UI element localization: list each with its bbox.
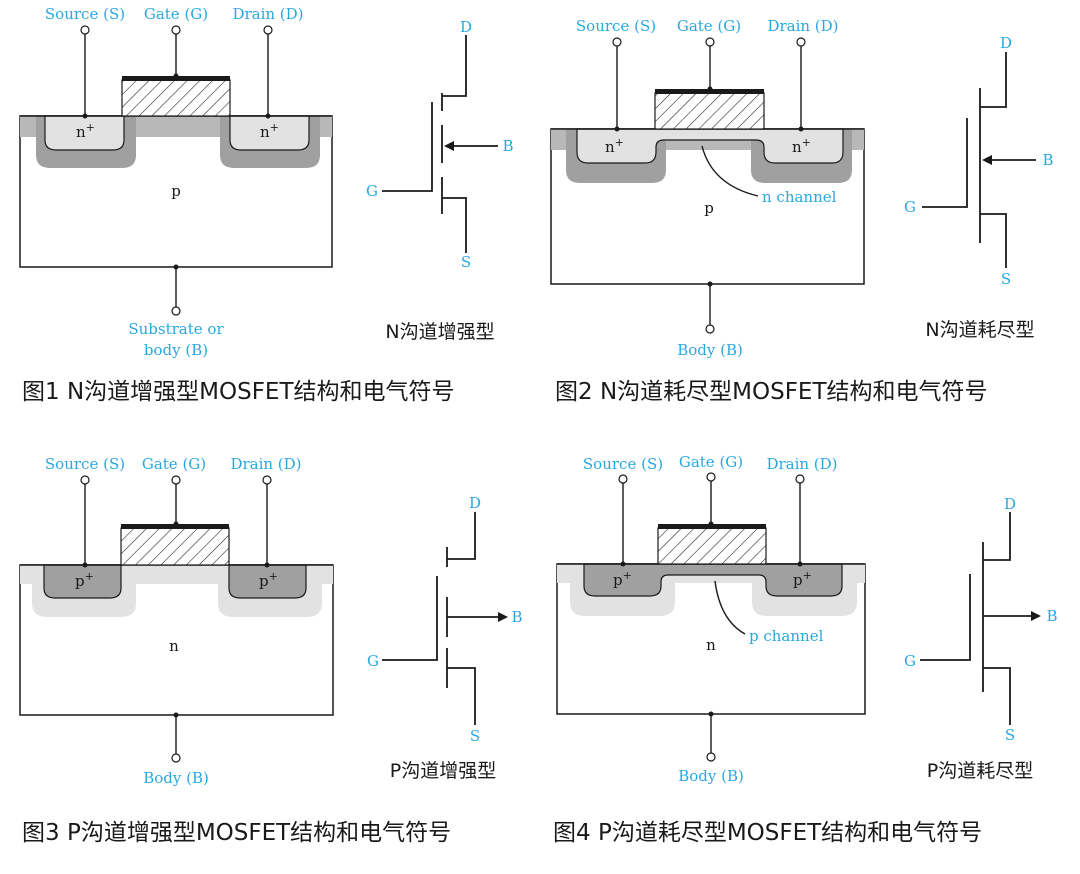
channel-label: n channel [762,188,837,206]
body-label-line-2: body (B) [144,341,208,359]
source-terminal [612,37,622,47]
symbol-d-label: D [469,494,481,512]
symbol-d-label: D [1004,495,1016,513]
source-label: Source (S) [45,455,125,473]
gate-oxide-hatched [654,92,765,130]
gate-label: Gate (G) [144,5,208,23]
symbol-type-label: P沟道增强型 [390,760,496,782]
drain-doping-label: n+ [792,136,811,156]
gate-terminal [706,472,716,482]
gate-oxide-hatched [121,79,231,117]
symbol-b-label: B [511,608,522,626]
symbol-g-label: G [366,182,378,200]
substrate-doping-label: n [169,637,179,655]
symbol-type-label: P沟道耗尽型 [927,760,1033,782]
figure-caption: 图2 N沟道耗尽型MOSFET结构和电气符号 [555,379,988,405]
channel-pointer [714,580,746,635]
body-terminal [705,324,715,334]
drain-doping-label: n+ [260,121,279,141]
source-terminal [80,475,90,485]
symbol-type-label: N沟道耗尽型 [925,319,1034,341]
gate-metal [655,89,764,94]
symbol-s-label: S [470,727,480,745]
body-label: Body (B) [677,341,743,359]
source-drain-with-channel [576,128,844,164]
symbol-type-label: N沟道增强型 [385,321,494,343]
gate-metal [658,524,766,529]
source-region [44,115,125,151]
source-region [43,564,122,599]
symbol-g-label: G [904,198,916,216]
symbol-2: D G S B [904,34,1054,288]
source-doping-label: n+ [605,136,624,156]
panel-4-p-depletion: Source (S) Gate (G) Drain (D) Body (B) p… [553,453,1058,846]
source-doping-label: p+ [613,569,632,589]
symbol-g-label: G [904,652,916,670]
cross-section-3: Source (S) Gate (G) Drain (D) Body (B) p… [19,455,334,787]
gate-oxide-hatched [120,527,230,566]
body-label: Body (B) [143,769,209,787]
symbol-s-label: S [1001,270,1011,288]
gate-terminal [171,25,181,35]
symbol-s-label: S [461,253,471,271]
drain-label: Drain (D) [232,5,303,23]
symbol-b-label: B [502,137,513,155]
body-terminal [706,752,716,762]
source-terminal [618,474,628,484]
body-terminal [171,306,181,316]
symbol-g-label: G [367,652,379,670]
symbol-d-label: D [1000,34,1012,52]
gate-terminal [171,475,181,485]
panel-3-p-enhancement: Source (S) Gate (G) Drain (D) Body (B) p… [19,455,523,846]
drain-doping-label: p+ [793,569,812,589]
gate-terminal [705,37,715,47]
symbol-s-label: S [1005,726,1015,744]
drain-label: Drain (D) [767,17,838,35]
drain-region [229,115,310,151]
gate-label: Gate (G) [677,17,741,35]
drain-region [228,564,307,599]
cross-section-4: Source (S) Gate (G) Drain (D) Body (B) p… [556,453,866,785]
drain-terminal [795,474,805,484]
symbol-3: D G S B [367,494,523,745]
figure-caption: 图3 P沟道增强型MOSFET结构和电气符号 [22,820,451,846]
body-label: Body (B) [678,767,744,785]
cross-section-2: Source (S) Gate (G) Drain (D) Body (B) n… [550,17,865,359]
gate-label: Gate (G) [679,453,743,471]
substrate-doping-label: p [171,182,181,200]
source-doping-label: p+ [75,570,94,590]
substrate-doping-label: p [704,199,714,217]
figure-caption: 图4 P沟道耗尽型MOSFET结构和电气符号 [553,820,982,846]
drain-label: Drain (D) [230,455,301,473]
drain-label: Drain (D) [766,455,837,473]
symbol-d-label: D [460,18,472,36]
source-label: Source (S) [583,455,663,473]
symbol-b-label: B [1046,607,1057,625]
source-terminal [80,25,90,35]
channel-pointer [701,145,759,197]
gate-oxide-hatched [657,527,767,565]
drain-terminal [262,475,272,485]
source-label: Source (S) [576,17,656,35]
source-doping-label: n+ [76,121,95,141]
source-label: Source (S) [45,5,125,23]
panel-1-n-enhancement: Source (S) Gate (G) Drain (D) Substrate … [19,5,514,405]
body-label-line-1: Substrate or [128,320,224,338]
drain-terminal [263,25,273,35]
drain-doping-label: p+ [259,570,278,590]
body-terminal [171,753,181,763]
source-drain-with-channel [583,563,843,597]
panel-2-n-depletion: Source (S) Gate (G) Drain (D) Body (B) n… [550,17,1054,405]
symbol-b-label: B [1042,151,1053,169]
substrate-doping-label: n [706,636,716,654]
symbol-1: D G S B [366,18,514,271]
figure-caption: 图1 N沟道增强型MOSFET结构和电气符号 [22,379,455,405]
gate-label: Gate (G) [142,455,206,473]
cross-section-1: Source (S) Gate (G) Drain (D) Substrate … [19,5,333,359]
gate-metal [121,524,229,529]
symbol-4: D G S B [904,495,1058,744]
channel-label: p channel [749,627,824,645]
drain-terminal [796,37,806,47]
